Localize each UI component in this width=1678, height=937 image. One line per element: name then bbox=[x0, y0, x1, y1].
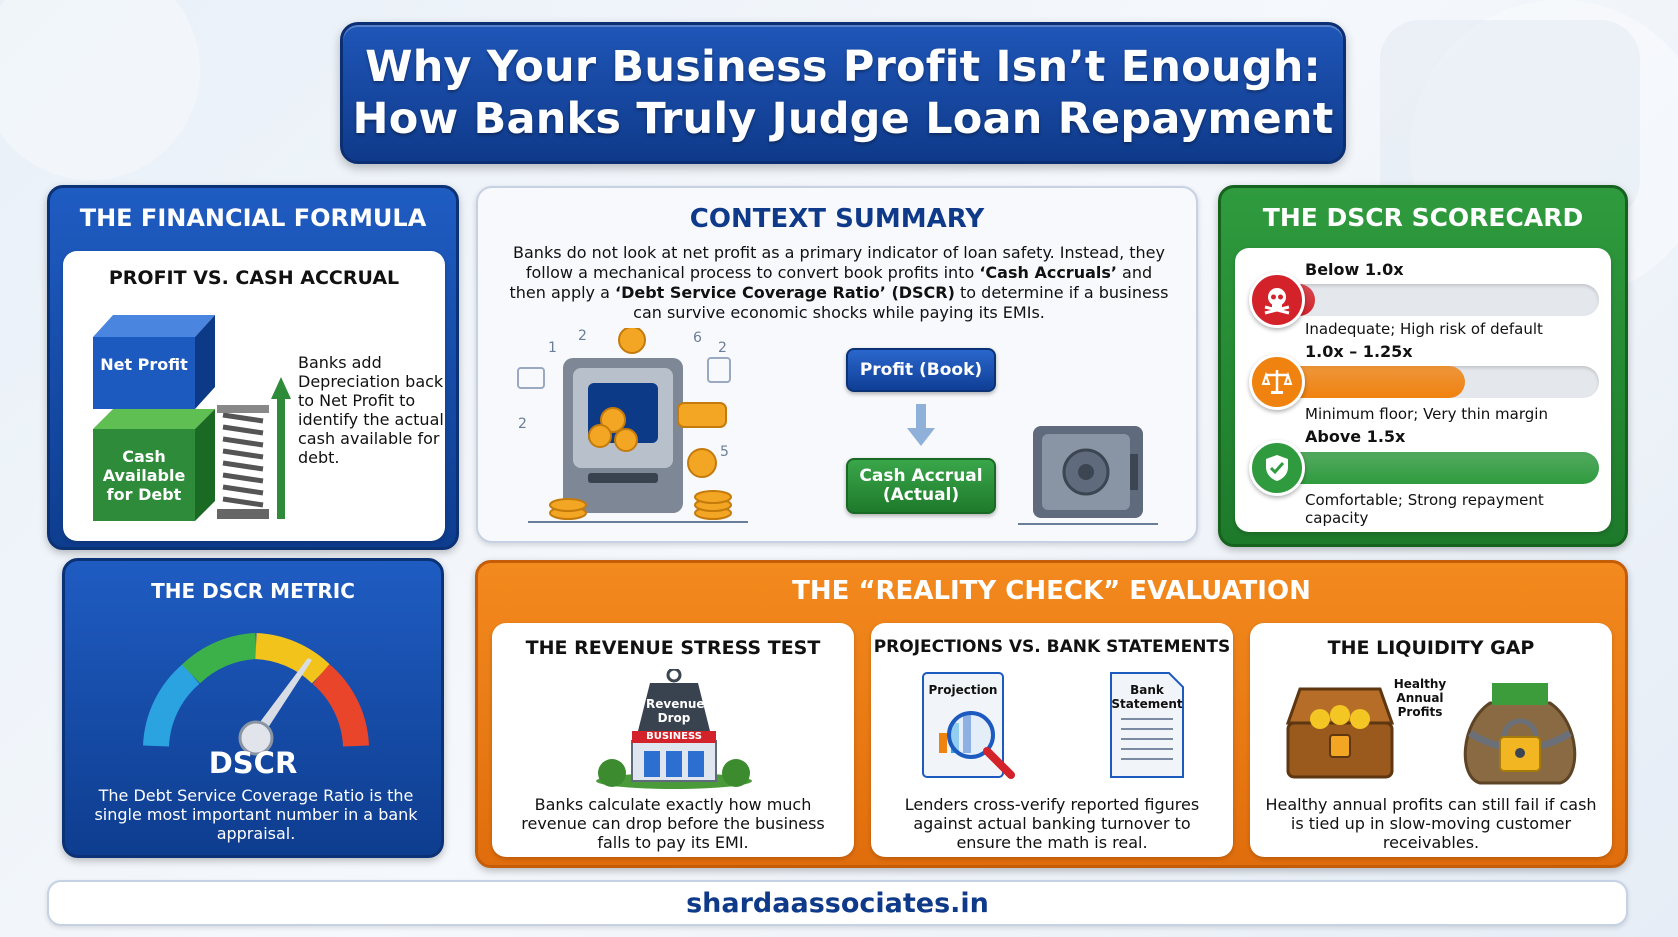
tier-track-above-1-5 bbox=[1265, 452, 1599, 484]
dscr-metric-panel: THE DSCR METRIC DSCR The Debt Service Co… bbox=[62, 558, 444, 858]
tier-label-above-1-5: Above 1.5x bbox=[1305, 427, 1406, 446]
net-profit-block-label: Net Profit bbox=[100, 355, 188, 374]
footer-bar: shardaassociates.in bbox=[47, 880, 1628, 926]
projections-vs-statements-text: Lenders cross-verify reported figures ag… bbox=[904, 795, 1200, 852]
coin-machine-illustration: 1 2 6 2 2 5 bbox=[517, 328, 748, 523]
tier-label-1-to-1-25: 1.0x – 1.25x bbox=[1305, 342, 1413, 361]
revenue-stress-test-text: Banks calculate exactly how much revenue… bbox=[521, 795, 825, 852]
liquidity-gap-card: THE LIQUIDITY GAP Healthy Annual Profits… bbox=[1250, 623, 1612, 857]
tier-track-1-to-1-25 bbox=[1265, 366, 1599, 398]
tier-desc-1-to-1-25: Minimum floor; Very thin margin bbox=[1305, 405, 1548, 423]
projections-vs-statements-title: PROJECTIONS VS. BANK STATEMENTS bbox=[873, 637, 1231, 657]
profit-vs-cash-title: PROFIT VS. CASH ACCRUAL bbox=[108, 267, 400, 289]
context-summary-text: Banks do not look at net profit as a pri… bbox=[508, 243, 1170, 323]
svg-text:1: 1 bbox=[548, 340, 557, 356]
tier-label-below-1: Below 1.0x bbox=[1305, 260, 1404, 279]
svg-text:2: 2 bbox=[518, 416, 527, 432]
context-summary-heading: CONTEXT SUMMARY bbox=[689, 204, 985, 234]
store-weight-icon bbox=[596, 669, 752, 789]
context-text-cash-accruals: ‘Cash Accruals’ bbox=[979, 263, 1117, 282]
page-title-line-1: Why Your Business Profit Isn’t Enough: bbox=[365, 42, 1321, 92]
context-text-part-c: and then apply a bbox=[509, 263, 1153, 302]
dscr-scorecard-heading: THE DSCR SCORECARD bbox=[1262, 203, 1584, 232]
context-summary-panel: CONTEXT SUMMARY Banks do not look at net… bbox=[476, 186, 1198, 543]
scales-icon bbox=[1249, 354, 1305, 410]
dscr-gauge-label: DSCR bbox=[208, 746, 298, 780]
dscr-scorecard-panel: THE DSCR SCORECARD Below 1.0x Inadequate… bbox=[1218, 185, 1628, 547]
formula-explanation: Banks add Depreciation back to Net Profi… bbox=[298, 353, 444, 467]
financial-formula-heading: THE FINANCIAL FORMULA bbox=[79, 204, 427, 232]
revenue-stress-test-title: THE REVENUE STRESS TEST bbox=[525, 637, 821, 659]
svg-text:6: 6 bbox=[693, 330, 702, 346]
svg-text:2: 2 bbox=[718, 340, 727, 356]
dscr-scorecard-card: Below 1.0x Inadequate; High risk of defa… bbox=[1235, 248, 1611, 532]
arrow-down-icon bbox=[907, 404, 935, 446]
tier-bar-above-1-5 bbox=[1265, 452, 1599, 484]
tier-track-below-1 bbox=[1265, 284, 1599, 316]
dscr-metric-heading: THE DSCR METRIC bbox=[151, 579, 355, 603]
revenue-drop-tag: Revenue Drop bbox=[646, 697, 705, 725]
bank-statement-doc-label: Bank Statement bbox=[1111, 683, 1183, 711]
website-link[interactable]: shardaassociates.in bbox=[686, 887, 989, 919]
cash-available-block-label: Cash Available for Debt bbox=[102, 447, 186, 504]
context-text-part-a: Banks do not look at net profit as a pri… bbox=[513, 243, 1165, 282]
documents-magnifier-icon bbox=[922, 672, 1184, 779]
treasure-chest-icon bbox=[1285, 687, 1395, 779]
reality-check-panel: THE “REALITY CHECK” EVALUATION THE REVEN… bbox=[475, 560, 1628, 868]
liquidity-gap-title: THE LIQUIDITY GAP bbox=[1327, 637, 1535, 659]
locked-money-bag-icon bbox=[1463, 683, 1577, 785]
shield-check-icon bbox=[1249, 440, 1305, 496]
svg-text:2: 2 bbox=[578, 328, 587, 344]
stacked-blocks-illustration bbox=[93, 315, 291, 521]
reality-check-heading: THE “REALITY CHECK” EVALUATION bbox=[792, 576, 1311, 606]
tier-desc-below-1: Inadequate; High risk of default bbox=[1305, 320, 1543, 338]
tier-desc-above-1-5: Comfortable; Strong repayment capacity bbox=[1305, 491, 1544, 527]
vault-safe-icon bbox=[1018, 426, 1158, 525]
revenue-stress-test-card: THE REVENUE STRESS TEST Revenue Drop BUS… bbox=[492, 623, 854, 857]
context-text-part-e: to determine if a business can survive e… bbox=[633, 283, 1169, 322]
cash-accrual-chip: Cash Accrual (Actual) bbox=[846, 458, 996, 514]
speedometer-gauge-icon bbox=[143, 633, 369, 756]
svg-text:5: 5 bbox=[720, 444, 729, 460]
page-title-line-2: How Banks Truly Judge Loan Repayment bbox=[352, 94, 1334, 144]
liquidity-gap-text: Healthy annual profits can still fail if… bbox=[1265, 795, 1597, 852]
projection-doc-label: Projection bbox=[928, 683, 998, 697]
profit-book-chip: Profit (Book) bbox=[846, 348, 996, 392]
profit-vs-cash-card: PROFIT VS. CASH ACCRUAL Net Profit Cash … bbox=[63, 251, 445, 541]
projections-vs-statements-card: PROJECTIONS VS. BANK STATEMENTS Projecti… bbox=[871, 623, 1233, 857]
business-sign: BUSINESS bbox=[646, 731, 702, 742]
skull-icon bbox=[1249, 272, 1305, 328]
dscr-metric-description: The Debt Service Coverage Ratio is the s… bbox=[94, 786, 418, 843]
healthy-annual-profits-tag: Healthy Annual Profits bbox=[1393, 677, 1447, 719]
financial-formula-panel: THE FINANCIAL FORMULA PROFIT VS. CASH AC… bbox=[47, 185, 459, 550]
context-text-dscr: ‘Debt Service Coverage Ratio’ (DSCR) bbox=[615, 283, 955, 302]
page-title-banner: Why Your Business Profit Isn’t Enough: H… bbox=[340, 22, 1346, 164]
